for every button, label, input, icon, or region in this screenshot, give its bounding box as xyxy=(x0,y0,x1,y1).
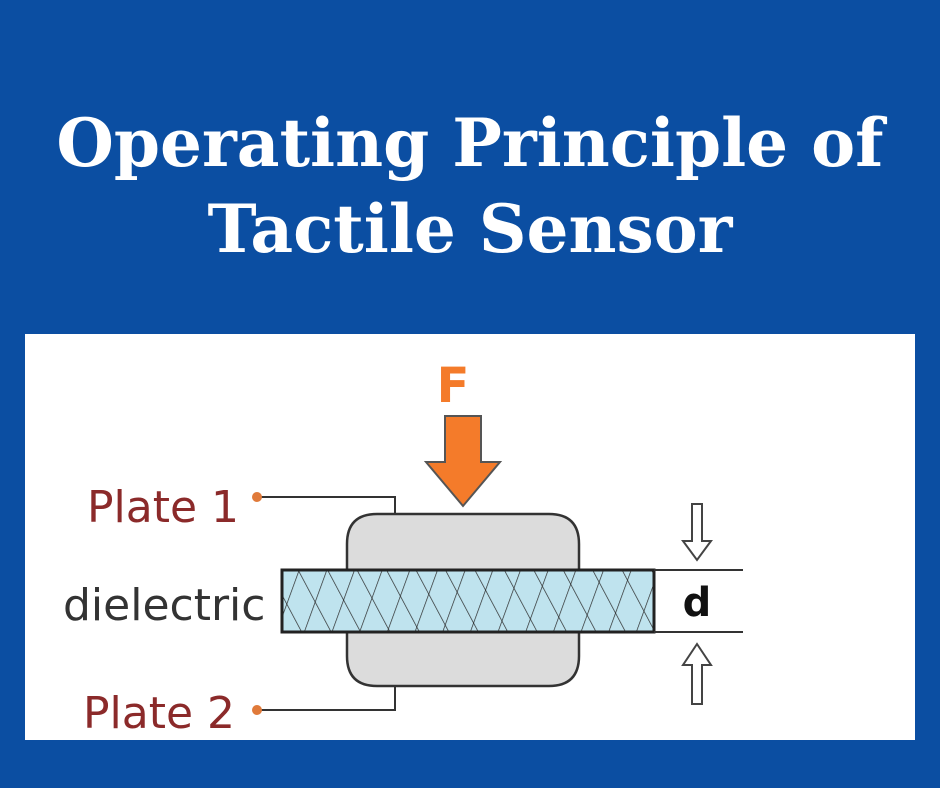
dielectric-layer xyxy=(280,568,656,634)
title-line-2: Tactile Sensor xyxy=(207,190,733,268)
force-label: F xyxy=(437,358,470,414)
plate2-label: Plate 2 xyxy=(83,688,235,739)
plate1-label: Plate 1 xyxy=(87,482,239,533)
plate2-lead xyxy=(257,686,396,711)
plate2-terminal xyxy=(252,705,262,715)
top-plate xyxy=(345,512,581,572)
gap-down-arrow xyxy=(681,503,713,562)
dielectric-label: dielectric xyxy=(63,580,265,631)
force-arrow xyxy=(423,415,503,508)
gap-label: d xyxy=(683,580,712,626)
title-line-1: Operating Principle of xyxy=(56,104,884,182)
plate1-terminal xyxy=(252,492,262,502)
bottom-plate xyxy=(345,630,581,688)
gap-up-arrow xyxy=(681,642,713,705)
plate1-lead xyxy=(257,496,396,514)
tactile-sensor-diagram: F Plate 1 Plate 2 dielectric xyxy=(63,358,743,739)
page-title: Operating Principle of Tactile Sensor xyxy=(0,100,940,272)
diagram-panel: F Plate 1 Plate 2 dielectric xyxy=(25,334,915,740)
